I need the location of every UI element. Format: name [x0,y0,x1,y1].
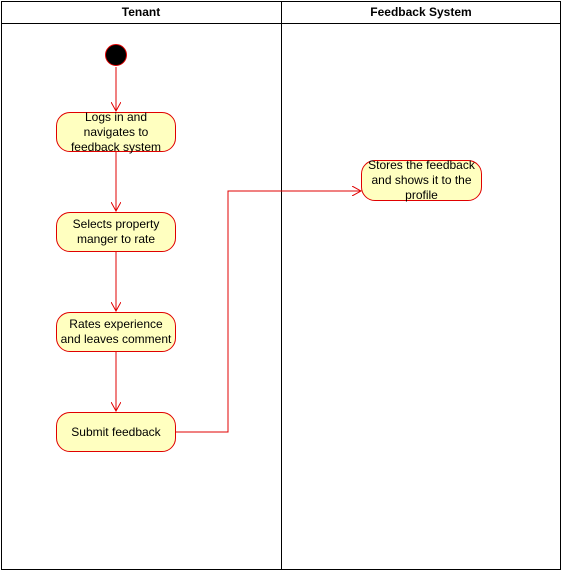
activity-rate-experience: Rates experience and leaves comment [56,312,176,352]
activity-submit-feedback-label: Submit feedback [71,424,161,439]
activity-login: Logs in and navigates to feedback system [56,109,176,154]
activity-login-label: Logs in and navigates to feedback system [70,109,162,154]
activity-submit-feedback: Submit feedback [56,412,176,452]
activity-rate-experience-label: Rates experience and leaves comment [60,317,172,346]
activity-select-manager: Selects property manger to rate [56,212,176,252]
lane-divider [281,1,282,570]
lane-title-tenant: Tenant [121,5,161,19]
activity-store-feedback: Stores the feedback and shows it to the … [361,158,482,202]
edge-submit-to-store [176,191,361,433]
lane-title-feedback-system: Feedback System [370,5,472,19]
activity-select-manager-label: Selects property manger to rate [72,217,160,246]
lane-header-feedback-system: Feedback System [281,1,561,24]
activity-store-feedback-label: Stores the feedback and shows it to the … [368,158,475,202]
initial-node [105,44,127,66]
